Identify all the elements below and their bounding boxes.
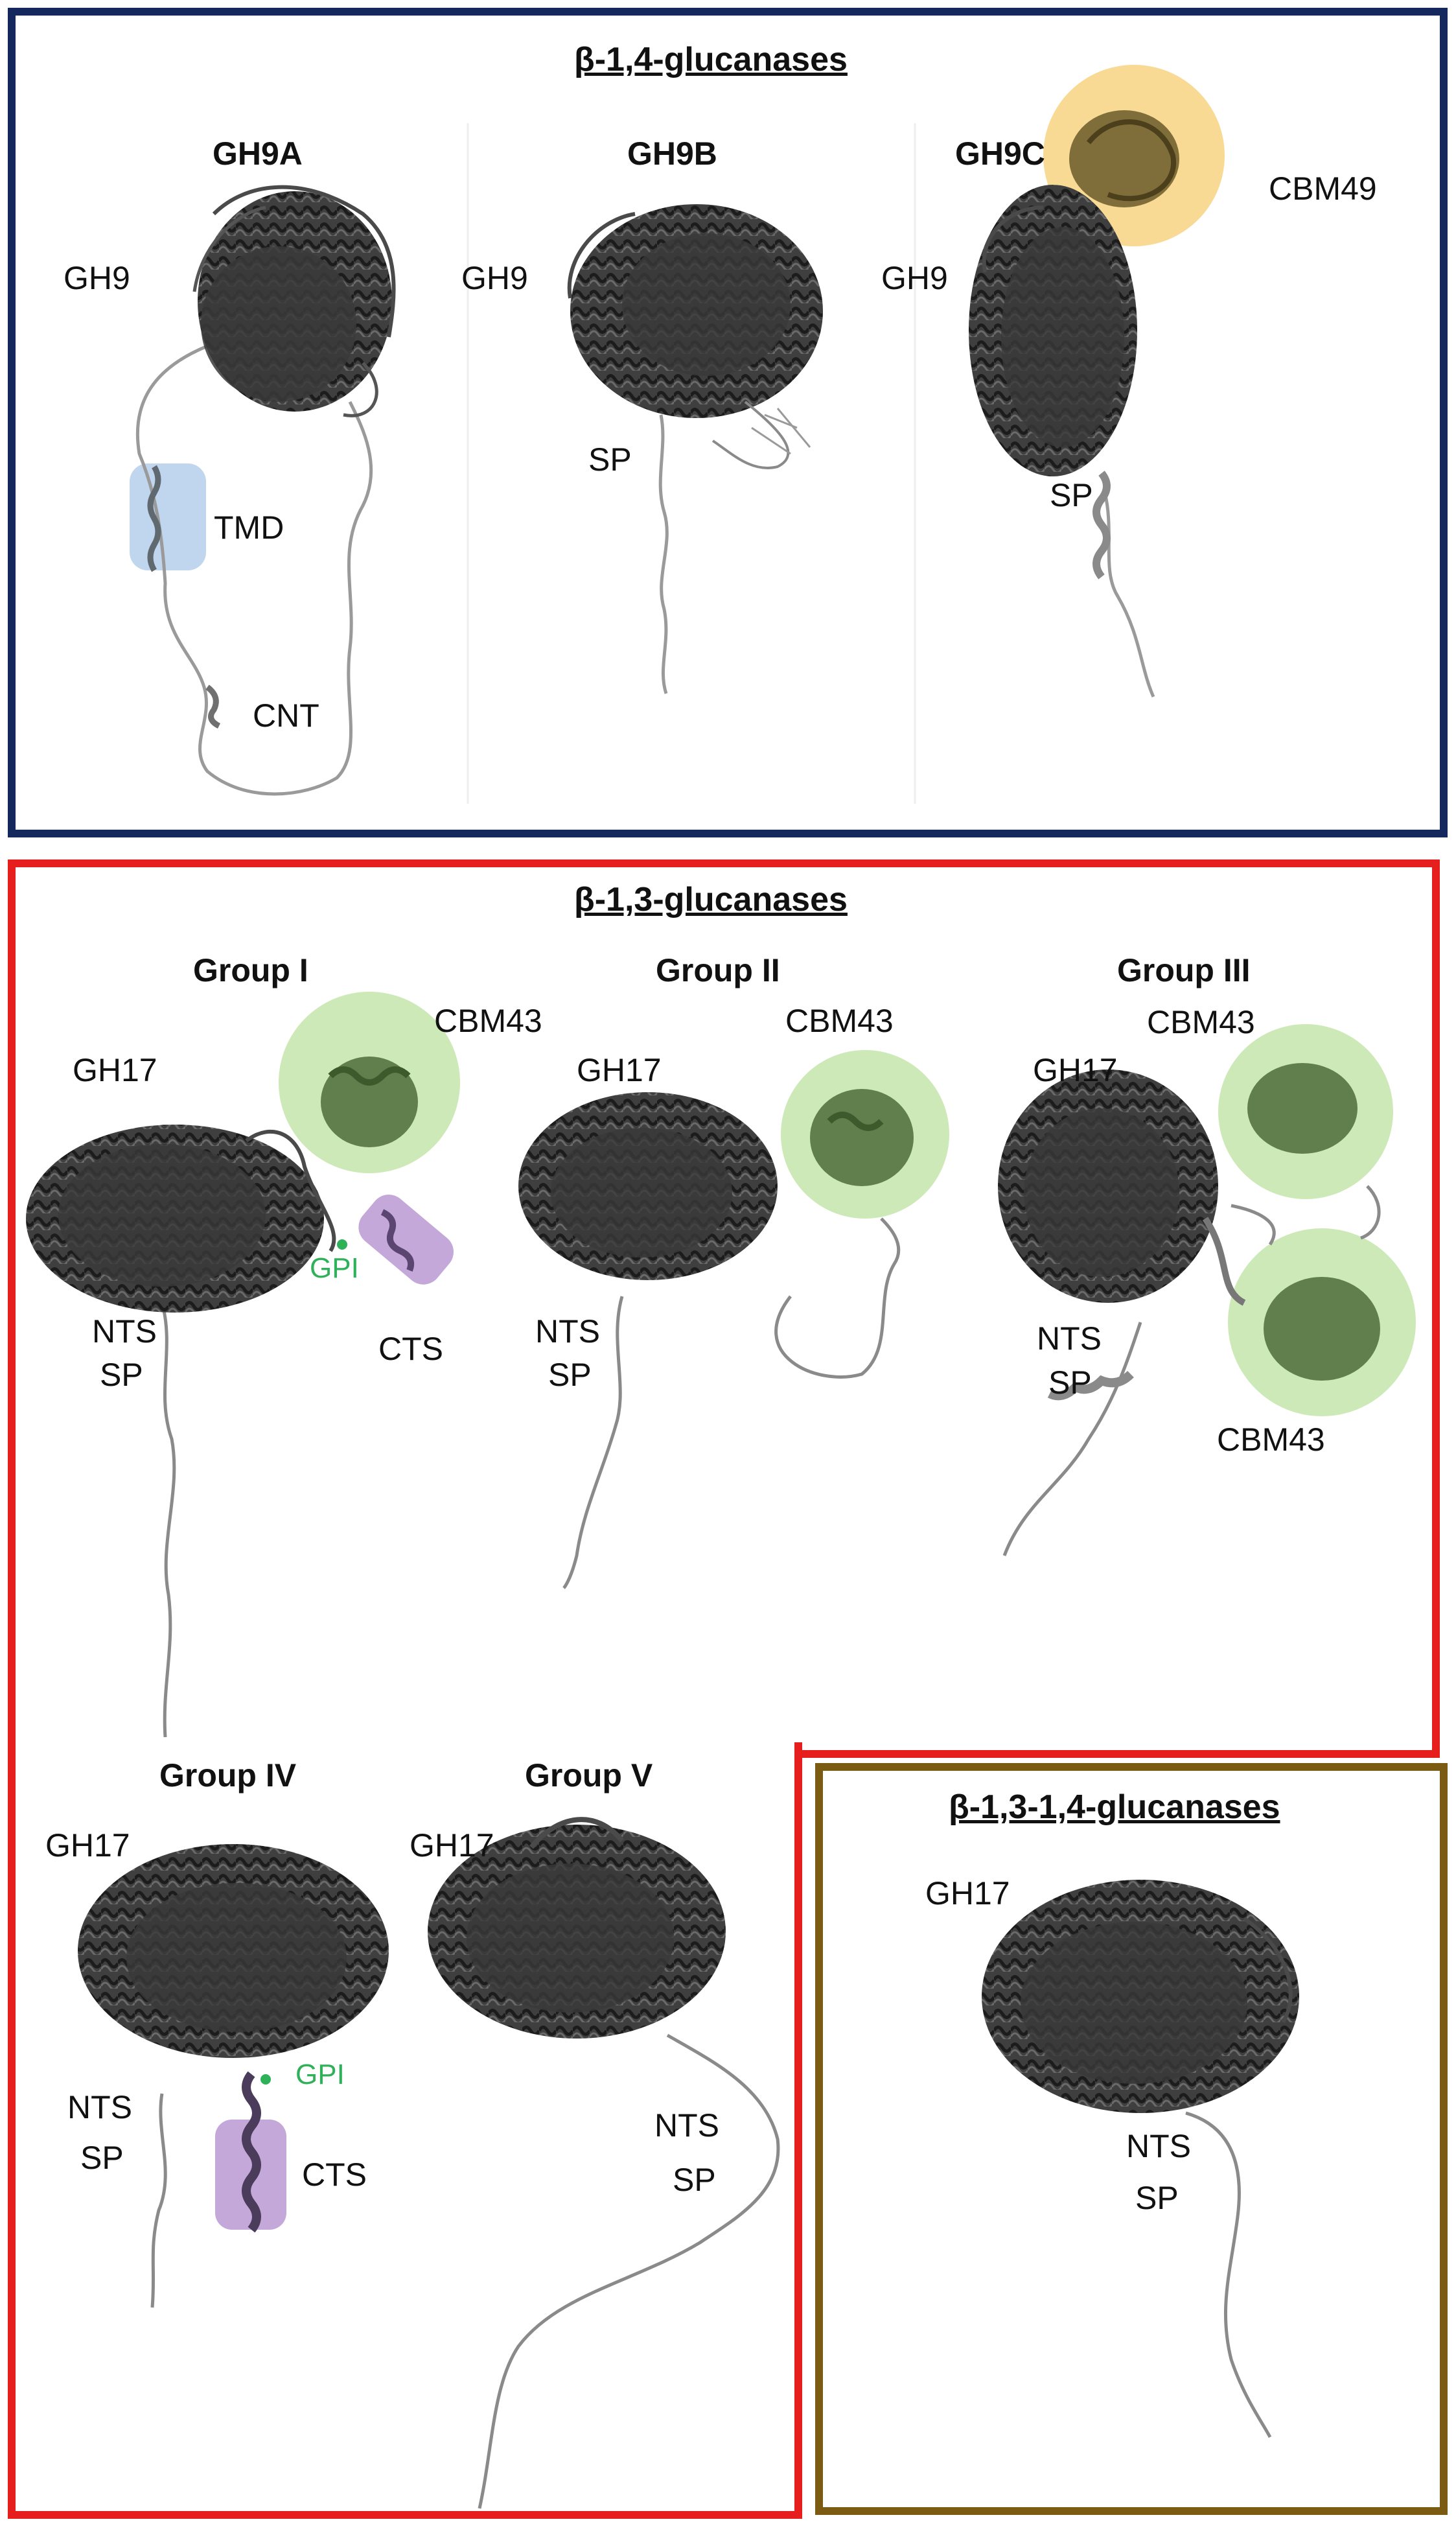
beta-1-3-glucanases-panel <box>8 859 1440 1758</box>
label-gh9-domain: GH9 <box>64 260 130 296</box>
label-cbm43: CBM43 <box>785 1003 894 1039</box>
tmd-highlight <box>130 463 206 570</box>
label-gh17: GH17 <box>1033 1052 1118 1088</box>
label-cts: CTS <box>302 2156 367 2193</box>
gh9a-structure <box>130 185 396 796</box>
group-i-structure <box>26 992 460 1738</box>
label-gh17: GH17 <box>925 1875 1010 1911</box>
label-nts: NTS <box>535 1313 600 1350</box>
label-nts: NTS <box>67 2089 132 2125</box>
group-iv-structure <box>78 1844 389 2308</box>
label-gh17: GH17 <box>73 1052 157 1088</box>
label-sp: SP <box>673 2162 716 2198</box>
label-sp: SP <box>548 1357 592 1393</box>
label-cbm43: CBM43 <box>1217 1421 1325 1458</box>
label-sp: SP <box>588 441 632 478</box>
cts-highlight <box>358 1195 454 1285</box>
label-gh17: GH17 <box>577 1052 662 1088</box>
structure-name-gh9b: GH9B <box>627 135 717 172</box>
label-gpi: GPI <box>310 1252 359 1284</box>
label-sp: SP <box>1048 1364 1092 1401</box>
label-cts: CTS <box>378 1331 443 1367</box>
structure-name-gh9a: GH9A <box>213 135 303 172</box>
structure-name-group-i: Group I <box>193 952 308 988</box>
group-v-structure <box>428 1817 780 2509</box>
label-gh9-domain: GH9 <box>881 260 948 296</box>
gh9c-structure <box>969 65 1225 698</box>
label-nts: NTS <box>654 2107 719 2144</box>
label-cnt: CNT <box>253 697 319 734</box>
label-sp: SP <box>80 2140 124 2176</box>
structure-name-group-v: Group V <box>525 1757 653 1794</box>
beta-1-3-1-4-structure <box>982 1880 1299 2438</box>
label-nts: NTS <box>92 1313 157 1350</box>
gpi-dot <box>260 2074 271 2085</box>
label-gh17: GH17 <box>45 1827 130 1864</box>
label-cbm43: CBM43 <box>1147 1004 1255 1040</box>
label-cbm43: CBM43 <box>434 1003 542 1039</box>
group-iii-structure <box>998 1024 1416 1556</box>
label-gh9-domain: GH9 <box>461 260 528 296</box>
structure-name-group-iii: Group III <box>1117 952 1251 988</box>
panel-title-beta-1-3-1-4: β-1,3-1,4-glucanases <box>949 1788 1280 1826</box>
label-sp: SP <box>100 1357 143 1393</box>
panel-title-beta-1-4: β-1,4-glucanases <box>574 41 848 78</box>
panel-title-beta-1-3: β-1,3-glucanases <box>574 881 848 918</box>
label-tmd: TMD <box>214 509 284 546</box>
gpi-dot <box>337 1239 347 1250</box>
label-gpi: GPI <box>295 2059 345 2090</box>
label-sp: SP <box>1050 477 1093 513</box>
label-cbm49: CBM49 <box>1269 170 1377 207</box>
structure-name-gh9c: GH9C <box>955 135 1045 172</box>
label-nts: NTS <box>1037 1320 1102 1357</box>
gh9b-structure <box>567 204 823 694</box>
label-sp: SP <box>1135 2180 1179 2216</box>
group-ii-structure <box>518 1050 949 1589</box>
structure-name-group-ii: Group II <box>656 952 780 988</box>
label-nts: NTS <box>1126 2128 1191 2164</box>
structure-name-group-iv: Group IV <box>159 1757 297 1794</box>
label-gh17: GH17 <box>410 1827 494 1864</box>
